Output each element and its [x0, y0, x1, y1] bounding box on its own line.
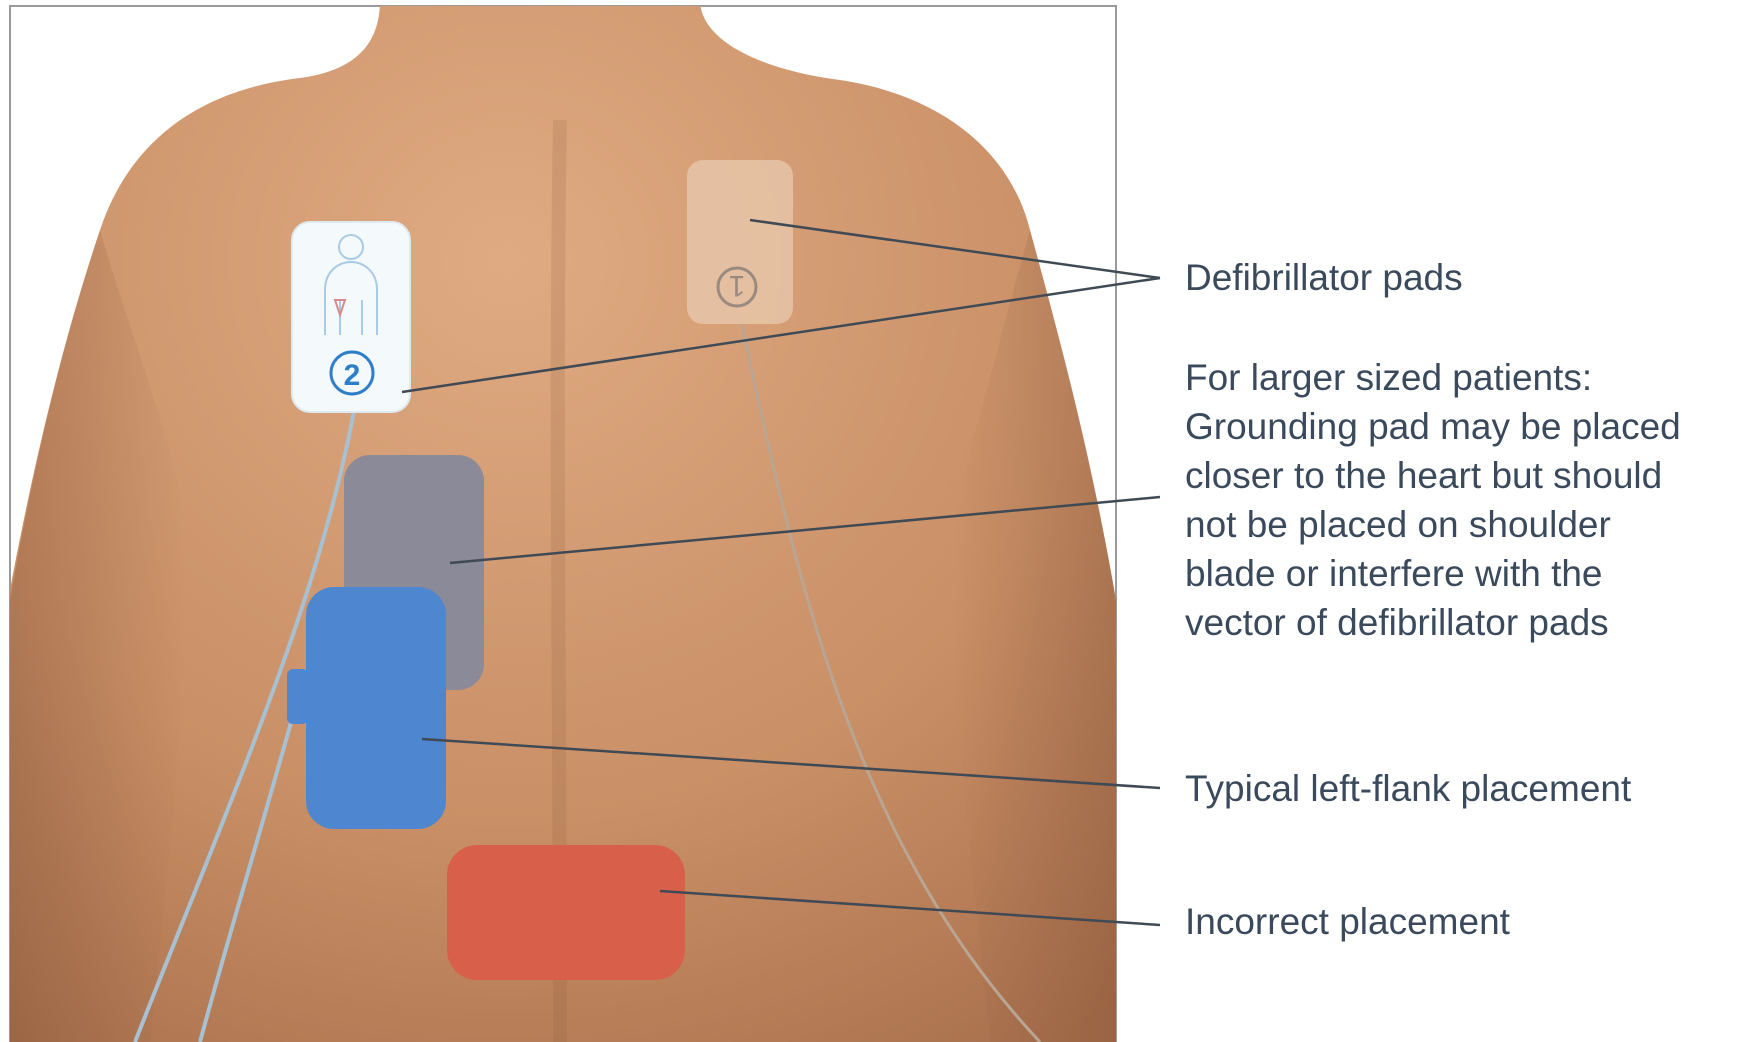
label-line: blade or interfere with the: [1185, 549, 1681, 598]
defibrillator-pad-2: 2: [292, 222, 410, 412]
label-defibrillator-pads: Defibrillator pads: [1185, 253, 1463, 302]
label-line: not be placed on shoulder: [1185, 500, 1681, 549]
label-line: Grounding pad may be placed: [1185, 402, 1681, 451]
grounding-pad-red: [447, 845, 685, 980]
pad-1-number: 1: [729, 269, 746, 302]
label-incorrect-placement: Incorrect placement: [1185, 897, 1510, 946]
label-line: vector of defibrillator pads: [1185, 598, 1681, 647]
label-larger-patients: For larger sized patients: Grounding pad…: [1185, 353, 1681, 647]
defibrillator-pad-1: 1: [687, 160, 793, 324]
pad-2-number: 2: [344, 359, 361, 392]
label-line: For larger sized patients:: [1185, 353, 1681, 402]
label-line: closer to the heart but should: [1185, 451, 1681, 500]
label-typical-placement: Typical left-flank placement: [1185, 764, 1631, 813]
grounding-pad-blue: [287, 587, 446, 829]
